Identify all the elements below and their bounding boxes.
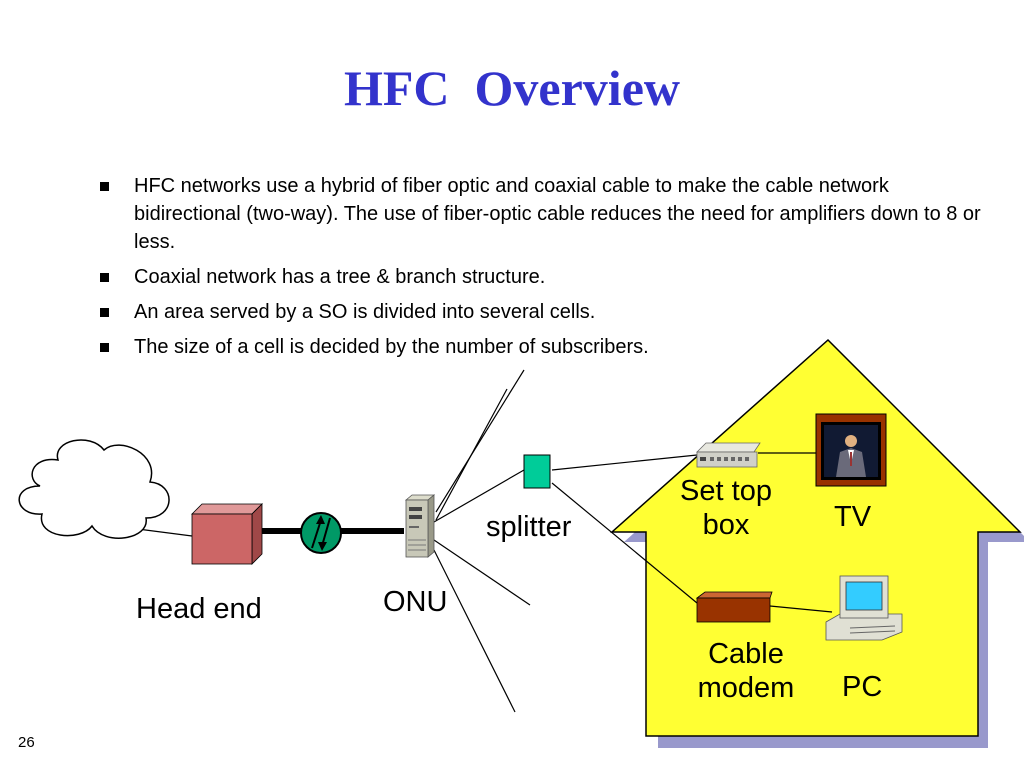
square-bullet-icon (100, 343, 109, 352)
bullet-text: HFC networks use a hybrid of fiber optic… (134, 175, 981, 253)
pc-label: PC (842, 671, 883, 703)
tv-device (815, 413, 887, 487)
bullet-list: HFC networks use a hybrid of fiber optic… (98, 172, 998, 368)
cable-modem-label-line: modem (697, 672, 795, 704)
house-body (610, 338, 1022, 737)
head-end-box (191, 503, 263, 565)
square-bullet-icon (100, 308, 109, 317)
bullet-text: An area served by a SO is divided into s… (134, 301, 596, 323)
cloud-icon (18, 439, 170, 539)
square-bullet-icon (100, 273, 109, 282)
splitter-to-settop-line (551, 454, 698, 471)
splitter-label: splitter (486, 511, 572, 543)
bullet-item: An area served by a SO is divided into s… (98, 298, 998, 326)
bullet-item: The size of a cell is decided by the num… (98, 333, 998, 361)
branch-line (433, 469, 525, 523)
page-number: 26 (18, 734, 35, 751)
bullet-item: Coaxial network has a tree & branch stru… (98, 263, 998, 291)
bullet-item: HFC networks use a hybrid of fiber optic… (98, 172, 998, 256)
splitter-to-modem-line (551, 482, 698, 604)
head-end-label: Head end (136, 593, 262, 625)
bullet-text: The size of a cell is decided by the num… (134, 336, 649, 358)
branch-line (433, 539, 531, 606)
bullet-text: Coaxial network has a tree & branch stru… (134, 266, 546, 288)
set-top-label-line: box (702, 509, 750, 541)
pc-device (825, 575, 903, 641)
cable-modem-label: Cable modem (682, 637, 810, 705)
subscriber-house (610, 338, 1024, 748)
splitter-box (523, 454, 551, 489)
slide-title: HFC Overview (343, 60, 680, 116)
converter-icon (300, 512, 342, 554)
onu-device (404, 494, 436, 558)
modem-to-pc-line (769, 605, 833, 613)
set-top-label-line: Set top (680, 475, 772, 507)
branch-line (433, 549, 516, 713)
cable-modem-device (695, 591, 773, 623)
branch-line (435, 369, 525, 513)
cable-modem-label-line: Cable (708, 638, 784, 670)
set-top-box-device (696, 442, 761, 468)
tv-label: TV (834, 501, 872, 533)
branch-line (435, 388, 508, 521)
square-bullet-icon (100, 182, 109, 191)
onu-label: ONU (383, 586, 448, 618)
set-top-box-label: Set top box (662, 474, 790, 542)
coax-branches (129, 369, 833, 713)
